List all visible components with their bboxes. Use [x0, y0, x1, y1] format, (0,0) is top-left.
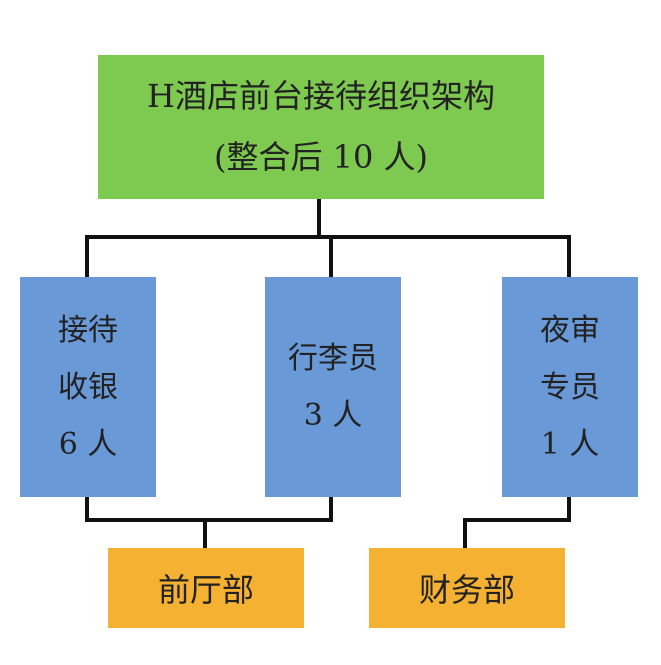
department-front-office-label: 前厅部 — [157, 571, 254, 609]
role-box-bellman: 行李员 3 人 — [265, 277, 401, 497]
connector-to-reception — [85, 235, 89, 278]
role-night-audit-line1: 夜审 — [540, 312, 600, 348]
role-reception-count: 6 人 — [58, 426, 118, 462]
role-night-audit-count: 1 人 — [540, 426, 600, 462]
org-chart-subtitle: (整合后 10 人) — [213, 138, 429, 176]
connector-top-horizontal — [85, 235, 571, 239]
connector-to-night-audit — [567, 235, 571, 278]
connector-to-bellman — [329, 235, 333, 278]
role-box-night-audit: 夜审 专员 1 人 — [502, 277, 638, 497]
connector-finance-horizontal — [463, 518, 571, 522]
connector-bellman-down — [329, 496, 333, 521]
connector-night-audit-down — [567, 496, 571, 521]
connector-root-down — [317, 198, 321, 238]
org-chart-title: H酒店前台接待组织架构 — [147, 77, 495, 116]
connector-to-finance — [463, 518, 467, 548]
department-finance-label: 财务部 — [418, 571, 515, 609]
role-night-audit-line2: 专员 — [540, 369, 600, 405]
department-box-finance: 财务部 — [369, 548, 565, 628]
department-box-front-office: 前厅部 — [108, 548, 304, 628]
org-chart-title-box: H酒店前台接待组织架构 (整合后 10 人) — [98, 55, 544, 199]
role-box-reception-cashier: 接待 收银 6 人 — [20, 277, 156, 497]
role-reception-line2: 收银 — [58, 369, 118, 405]
role-reception-line1: 接待 — [58, 312, 118, 348]
connector-to-front-office — [203, 518, 207, 548]
connector-front-office-horizontal — [85, 518, 333, 522]
role-bellman-line1: 行李员 — [288, 341, 378, 376]
role-bellman-count: 3 人 — [303, 398, 363, 433]
connector-reception-down — [85, 496, 89, 521]
